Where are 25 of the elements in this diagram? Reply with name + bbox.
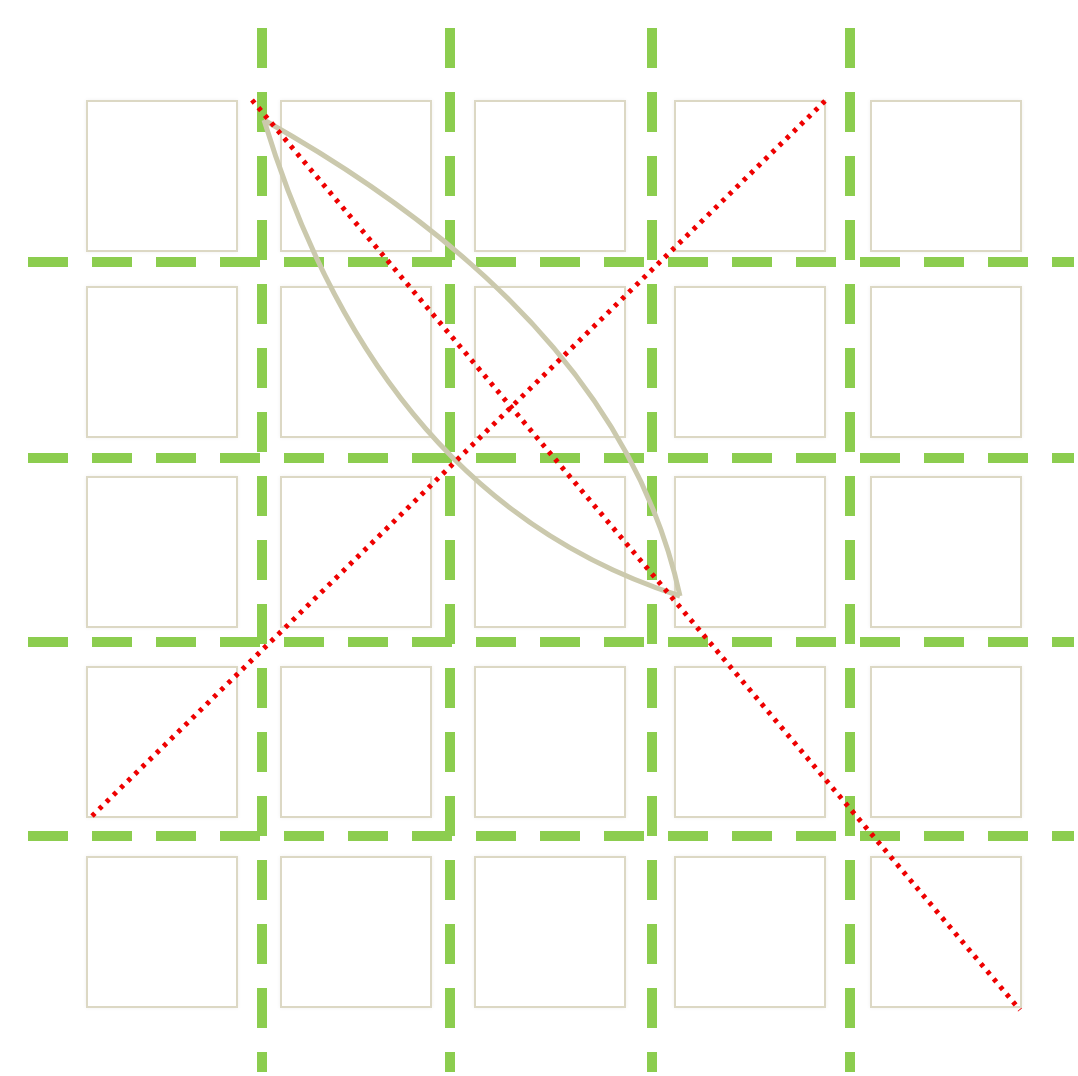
empty-square bbox=[280, 476, 432, 628]
empty-square bbox=[86, 856, 238, 1008]
empty-square bbox=[674, 286, 826, 438]
empty-square bbox=[870, 100, 1022, 252]
empty-square bbox=[280, 100, 432, 252]
empty-square bbox=[474, 476, 626, 628]
empty-square bbox=[280, 666, 432, 818]
empty-square bbox=[674, 476, 826, 628]
empty-square bbox=[870, 476, 1022, 628]
empty-square bbox=[674, 100, 826, 252]
empty-square bbox=[474, 856, 626, 1008]
empty-square bbox=[474, 666, 626, 818]
empty-square bbox=[86, 286, 238, 438]
empty-square bbox=[870, 286, 1022, 438]
empty-square bbox=[870, 856, 1022, 1008]
empty-square bbox=[280, 856, 432, 1008]
empty-square bbox=[870, 666, 1022, 818]
empty-square bbox=[674, 666, 826, 818]
empty-square bbox=[280, 286, 432, 438]
empty-square bbox=[474, 100, 626, 252]
empty-square bbox=[86, 666, 238, 818]
empty-square bbox=[674, 856, 826, 1008]
empty-square bbox=[86, 476, 238, 628]
empty-square bbox=[86, 100, 238, 252]
empty-square bbox=[474, 286, 626, 438]
